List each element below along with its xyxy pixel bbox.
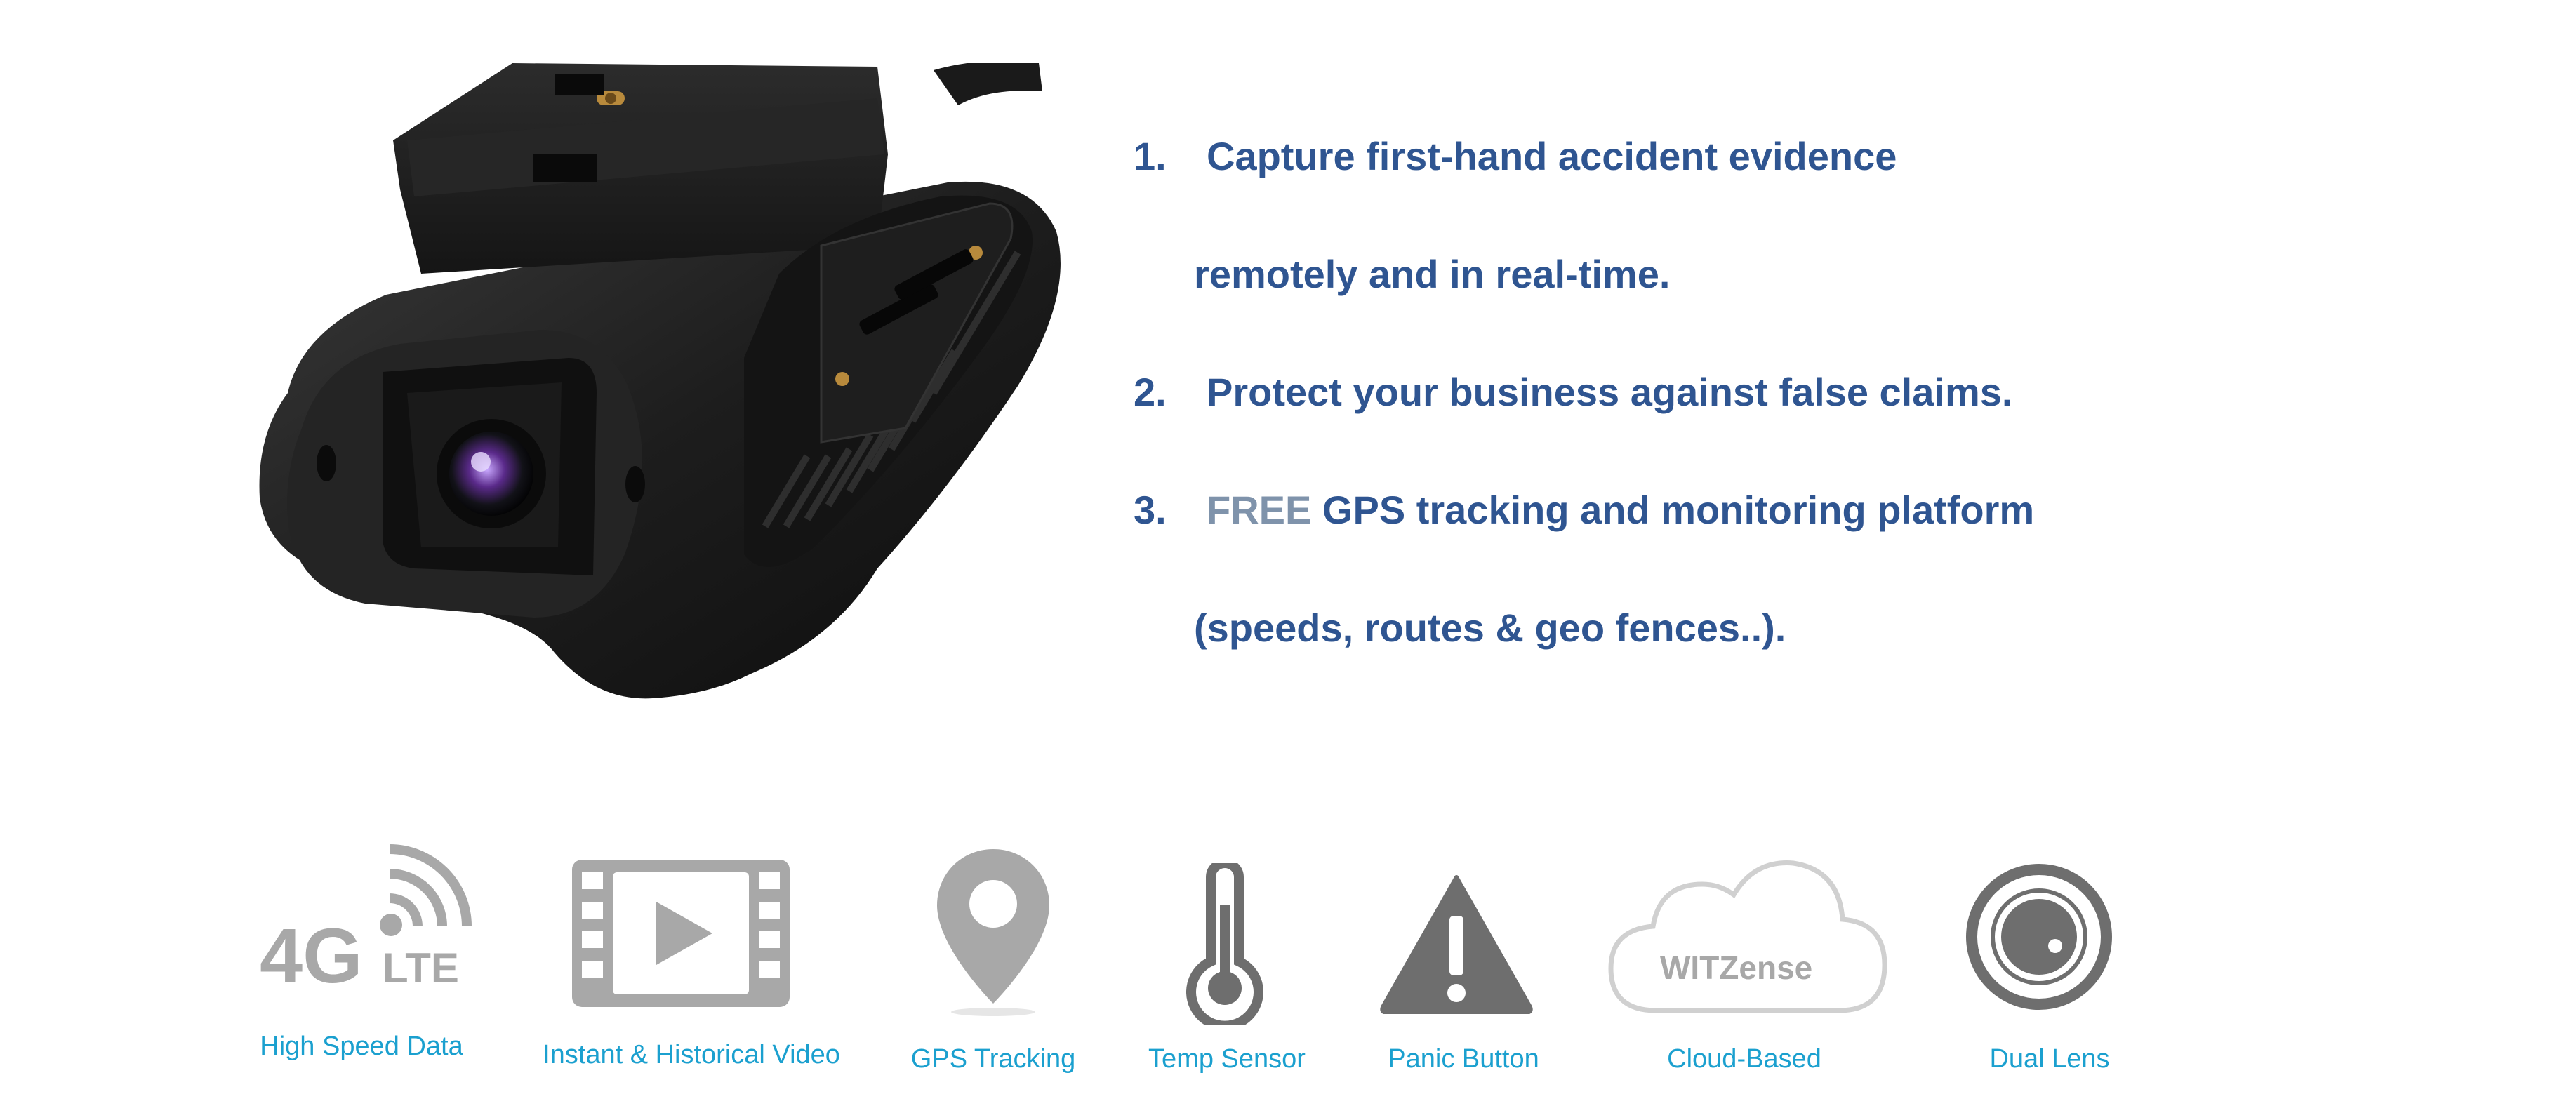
label-cloud-based: Cloud-Based bbox=[1667, 1044, 1821, 1074]
cloud-logo-text: WITZense bbox=[1660, 949, 1812, 986]
feature-1-text: Capture first-hand accident evidence bbox=[1207, 134, 1897, 178]
feature-icons-row: 4G LTE High Speed Data Instant & Histori… bbox=[0, 828, 2576, 1109]
label-dual-lens: Dual Lens bbox=[1989, 1044, 2110, 1074]
label-gps-tracking: GPS Tracking bbox=[910, 1044, 1076, 1074]
feature-3-number: 3. bbox=[1134, 488, 1167, 532]
label-high-speed-data: High Speed Data bbox=[260, 1032, 463, 1061]
feature-2-number: 2. bbox=[1134, 370, 1167, 414]
dashcam-device-illustration bbox=[259, 60, 1061, 699]
4g-logo-text: 4G bbox=[260, 913, 363, 989]
feature-2-text: Protect your business against false clai… bbox=[1207, 370, 2013, 414]
feature-2-line-1: 2. Protect your business against false cl… bbox=[1134, 369, 2012, 415]
thermometer-icon bbox=[1186, 863, 1263, 1025]
feature-3-line-2: (speeds, routes & geo fences..). bbox=[1194, 606, 1786, 650]
lte-logo-text: LTE bbox=[383, 945, 459, 989]
label-temp-sensor: Temp Sensor bbox=[1148, 1044, 1306, 1074]
camera-lens-icon bbox=[1965, 863, 2113, 1011]
4g-lte-icon: 4G LTE bbox=[256, 842, 474, 989]
feature-3-free-highlight: FREE bbox=[1207, 488, 1312, 532]
video-film-icon bbox=[572, 860, 790, 1007]
feature-1-line-2: remotely and in real-time. bbox=[1194, 252, 1671, 296]
dashcam-product-image bbox=[204, 60, 1102, 716]
feature-1-number: 1. bbox=[1134, 134, 1167, 178]
map-pin-icon bbox=[937, 849, 1049, 1018]
feature-3-text: GPS tracking and monitoring platform bbox=[1322, 488, 2035, 532]
feature-1-line-1: 1. Capture first-hand accident evidence bbox=[1134, 133, 1897, 179]
feature-3-line-1: 3. FREE GPS tracking and monitoring platf… bbox=[1134, 487, 2034, 533]
cloud-icon: WITZense bbox=[1607, 856, 1888, 1018]
label-instant-historical-video: Instant & Historical Video bbox=[543, 1040, 840, 1069]
warning-triangle-icon bbox=[1379, 874, 1534, 1014]
label-panic-button: Panic Button bbox=[1388, 1044, 1539, 1074]
